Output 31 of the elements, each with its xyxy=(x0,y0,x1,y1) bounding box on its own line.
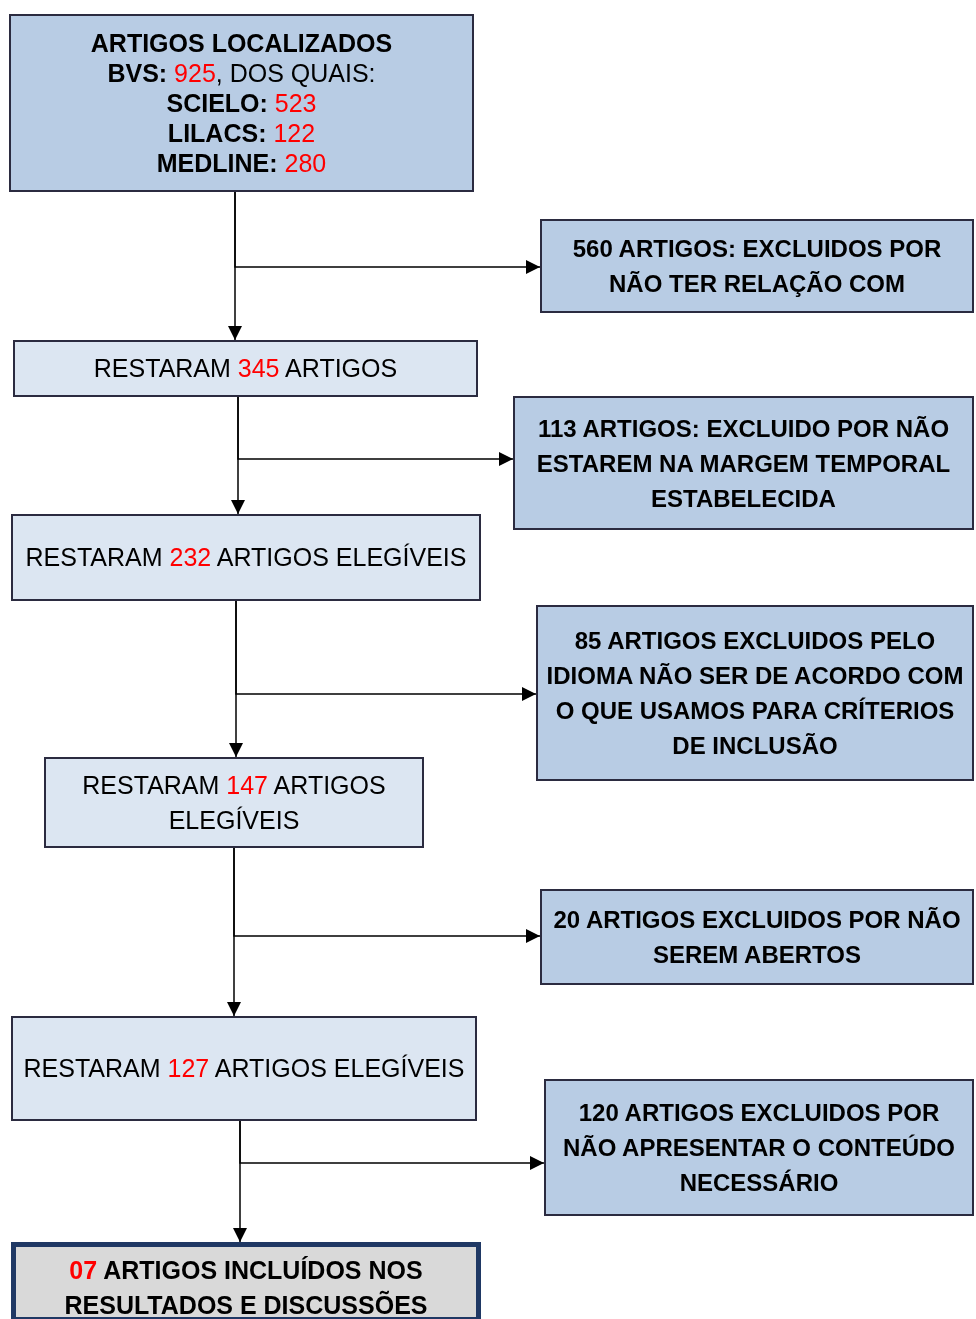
arrow xyxy=(237,396,514,466)
arrow xyxy=(239,1120,545,1170)
exclusion-box xyxy=(540,889,974,985)
process-box xyxy=(11,514,481,601)
box-text: 20 ARTIGOS EXCLUIDOS POR NÃO SEREM ABERTOS xyxy=(552,905,962,970)
source-box xyxy=(9,14,474,192)
result-box xyxy=(11,1242,481,1319)
box-text: BVS: 925, DOS QUAIS: xyxy=(107,58,376,88)
box-text: LILACS: 122 xyxy=(167,118,316,148)
box-text: 120 ARTIGOS EXCLUIDOS POR NÃO APRESENTAR O CONTEÚDO NECESSÁRIO xyxy=(562,1098,956,1198)
exclusion-box xyxy=(544,1079,974,1216)
box-text: SCIELO: 523 xyxy=(166,88,317,118)
process-box xyxy=(11,1016,477,1121)
box-heading: ARTIGOS LOCALIZADOS xyxy=(90,28,393,58)
box-text: RESTARAM 232 ARTIGOS ELEGÍVEIS xyxy=(25,542,467,573)
box-text: 113 ARTIGOS: EXCLUIDO POR NÃO ESTAREM NA MARGEM TEMPORAL ESTABELECIDA xyxy=(535,413,952,514)
box-text: 07 ARTIGOS INCLUÍDOS NOS RESULTADOS E DISCUSSÕES xyxy=(63,1255,429,1319)
process-box xyxy=(44,757,424,848)
arrow xyxy=(233,847,541,943)
box-text: RESTARAM 127 ARTIGOS ELEGÍVEIS xyxy=(23,1053,465,1084)
box-text: 560 ARTIGOS: EXCLUIDOS POR NÃO TER RELAÇÃO COM xyxy=(571,234,943,299)
exclusion-box xyxy=(513,396,974,530)
box-text: 85 ARTIGOS EXCLUIDOS PELO IDIOMA NÃO SER DE ACORDO COM O QUE USAMOS PARA CRÍTERIOS DE INCLUSÃO xyxy=(545,626,965,761)
exclusion-box xyxy=(536,605,974,781)
process-box xyxy=(13,340,478,397)
box-text: RESTARAM 147 ARTIGOS ELEGÍVEIS xyxy=(81,769,387,836)
arrow xyxy=(235,600,537,701)
box-text: MEDLINE: 280 xyxy=(156,148,327,178)
exclusion-box xyxy=(540,219,974,313)
arrow xyxy=(234,191,541,274)
box-text: RESTARAM 345 ARTIGOS xyxy=(93,353,398,384)
